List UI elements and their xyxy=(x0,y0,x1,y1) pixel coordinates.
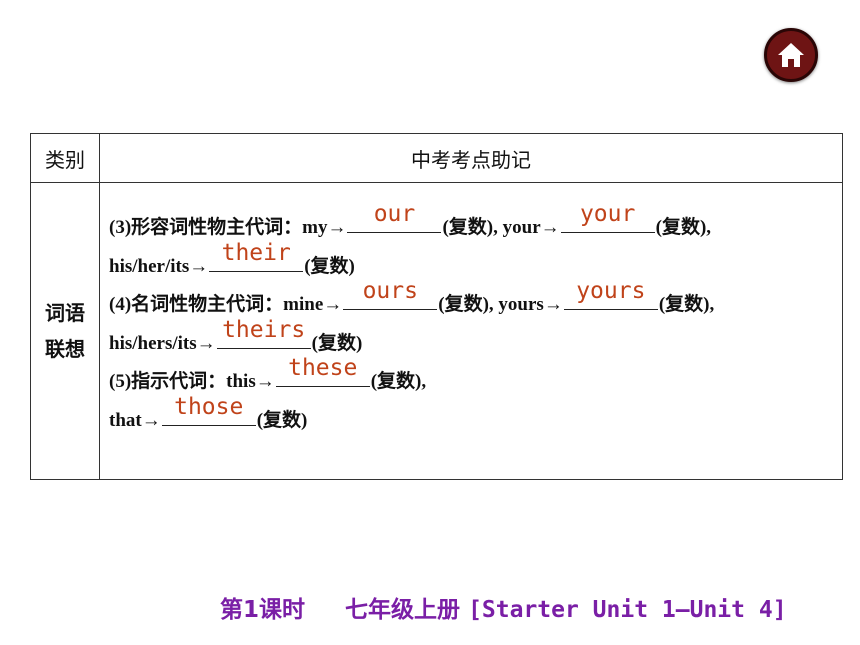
answer-yours: yours xyxy=(576,278,646,304)
category-label-1: 词语 xyxy=(45,301,85,325)
footer-lesson: 第1课时 xyxy=(220,597,306,623)
answer-blank: your xyxy=(560,202,655,233)
line3-text-a: (4)名词性物主代词：mine→ xyxy=(109,294,343,315)
table-header-row: 类别 中考考点助记 xyxy=(30,133,843,183)
answer-blank: ours xyxy=(343,279,438,310)
category-cell: 词语 联想 xyxy=(30,182,100,480)
content-line-5: (5)指示代词：this→ these (复数), xyxy=(109,356,834,402)
answer-blank: yours xyxy=(563,279,658,310)
answer-their: their xyxy=(221,239,291,266)
table-row: 词语 联想 (3)形容词性物主代词：my→our(复数), your→your(… xyxy=(30,182,843,480)
content-line-3: (4)名词性物主代词：mine→ ours (复数), yours→ yours (复数… xyxy=(109,279,834,325)
answer-blank: our xyxy=(347,202,442,233)
line1-text-c: (复数), xyxy=(655,217,712,238)
mnemonic-table: 类别 中考考点助记 词语 联想 (3)形容词性物主代词：my→ our (复数), … xyxy=(30,133,843,480)
line5-text-b: (复数), xyxy=(370,371,427,392)
home-icon xyxy=(778,43,804,67)
line2-text-a: his/her/its→ xyxy=(109,255,209,277)
home-button[interactable] xyxy=(764,28,818,82)
answer-blank: these xyxy=(275,356,370,387)
content-line-1: (3)形容词性物主代词：my→ our (复数), your→ your (复数), xyxy=(109,202,834,248)
content-line-4: his/hers/its→ theirs(复数) xyxy=(109,318,834,364)
category-label-2: 联想 xyxy=(45,337,85,361)
footer-units: [Starter Unit 1—Unit 4] xyxy=(468,597,787,623)
answer-blank: their xyxy=(209,241,304,272)
footer-book: 七年级上册 xyxy=(345,597,461,623)
line4-text-a: his/hers/its→ xyxy=(109,332,216,354)
line3-text-c: (复数), xyxy=(658,294,715,315)
answer-blank: theirs xyxy=(216,318,311,349)
answer-theirs: theirs xyxy=(222,316,306,343)
line6-text-b: (复数) xyxy=(256,409,308,431)
content-line-6: that→ those (复数) xyxy=(109,395,834,441)
content-cell: (3)形容词性物主代词：my→ our (复数), your→ your (复数), h… xyxy=(99,182,843,480)
line2-text-b: (复数) xyxy=(304,255,355,277)
header-content: 中考考点助记 xyxy=(99,133,843,183)
line1-text-a: (3)形容词性物主代词：my→ xyxy=(109,217,347,238)
line6-text-a: that→ xyxy=(109,409,161,431)
answer-those: those xyxy=(174,393,244,420)
answer-blank: those xyxy=(161,395,256,426)
content-line-2: his/her/its→ their (复数) xyxy=(109,241,834,287)
answer-these: these xyxy=(288,355,358,381)
answer-ours: ours xyxy=(362,278,418,304)
answer-your: your xyxy=(579,201,636,227)
line5-text-a: (5)指示代词：this→ xyxy=(109,371,275,392)
line1-text-b: (复数), your→ xyxy=(442,217,560,238)
line3-text-b: (复数), yours→ xyxy=(438,294,563,315)
line4-text-b: (复数) xyxy=(311,332,363,354)
answer-our: our xyxy=(373,201,416,227)
footer-caption: 第1课时 七年级上册 [Starter Unit 1—Unit 4] xyxy=(220,590,787,624)
header-category: 类别 xyxy=(30,133,100,183)
